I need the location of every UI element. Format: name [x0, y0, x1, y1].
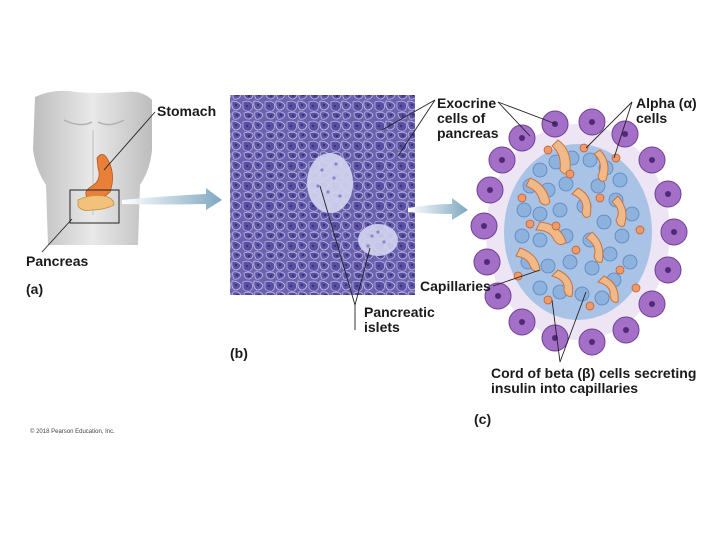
capillaries-vessels	[515, 139, 627, 303]
beta-leader-line-2	[559, 291, 587, 363]
zoom-box	[69, 189, 120, 224]
label-panel-c: (c)	[474, 411, 492, 427]
pancreas-leader-line	[41, 218, 73, 253]
label-panel-a: (a)	[26, 281, 44, 297]
islet-illustration	[470, 108, 688, 356]
exocrine-leader-line-1	[381, 99, 436, 131]
exocrine-leader-line-3	[497, 101, 531, 137]
label-panel-b: (b)	[230, 345, 248, 361]
zoom-arrow-b-to-c	[408, 198, 468, 220]
copyright-notice: © 2018 Pearson Education, Inc.	[30, 429, 115, 435]
stomach-leader-line	[103, 111, 156, 171]
torso-illustration	[33, 90, 152, 246]
label-capillaries: Capillaries	[420, 278, 491, 294]
label-alpha-cells: Alpha (α) cells	[636, 95, 697, 126]
islets-leader-line-1	[319, 185, 356, 306]
label-stomach: Stomach	[157, 103, 217, 119]
alpha-cells	[513, 143, 645, 311]
label-beta-cells: Cord of beta (β) cells secreting insulin…	[491, 365, 697, 396]
label-pancreas: Pancreas	[26, 253, 89, 269]
exocrine-leader-line-2	[397, 99, 436, 157]
alpha-leader-line-1	[585, 101, 633, 149]
capillaries-leader-line	[492, 269, 541, 287]
beta-leader-line-1	[551, 299, 561, 363]
label-pancreatic-islets: Pancreatic islets	[364, 304, 435, 335]
alpha-leader-line-2	[613, 101, 633, 159]
label-exocrine-cells: Exocrine cells of pancreas	[437, 95, 499, 141]
islet-lower	[358, 224, 398, 256]
islet-upper	[307, 153, 353, 213]
pancreas-organ	[77, 195, 115, 211]
islets-leader-line-2	[354, 247, 371, 306]
zoom-arrow-a-to-b	[122, 188, 222, 210]
exocrine-leader-line-4	[497, 101, 557, 125]
